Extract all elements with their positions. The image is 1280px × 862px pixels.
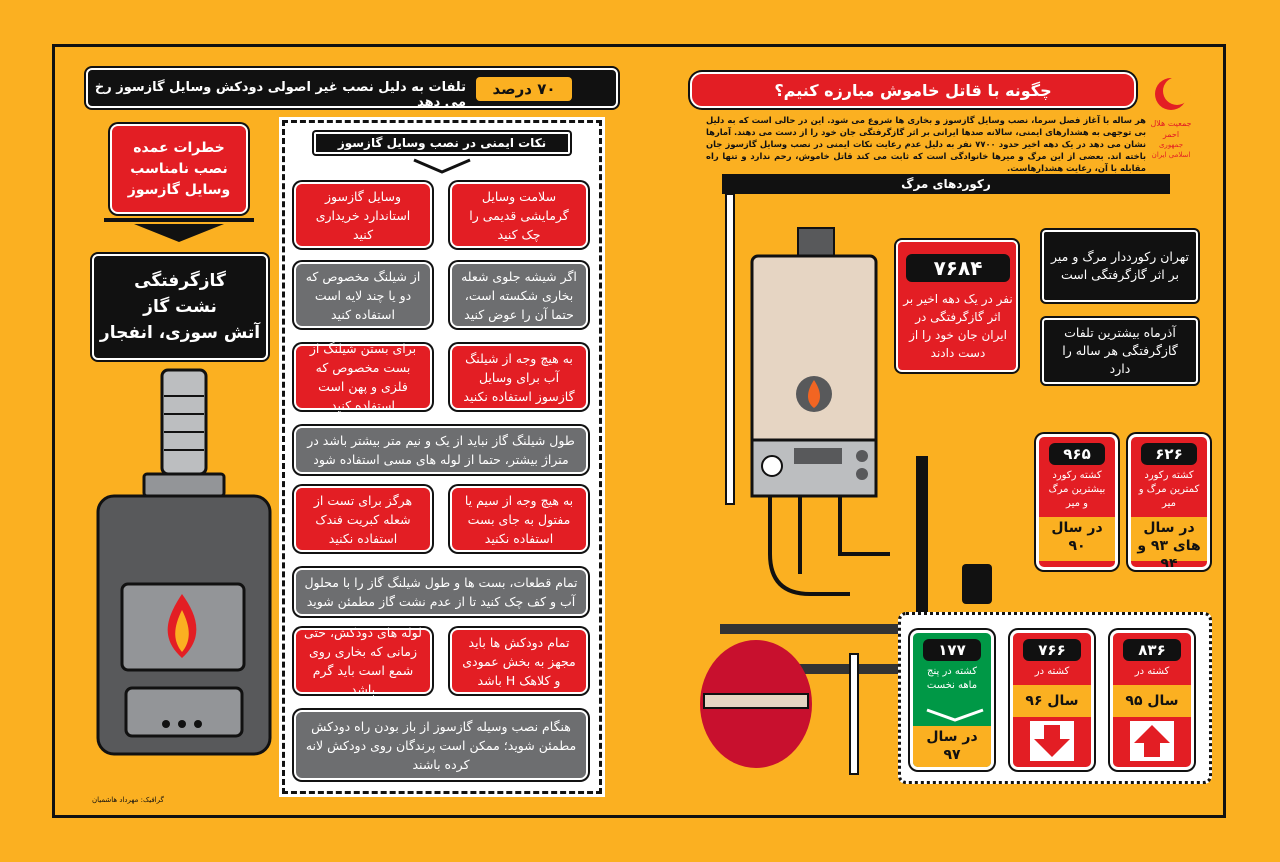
- logo-text-1: جمعیت هلال احمر: [1150, 119, 1192, 139]
- tip-7: طول شیلنگ گاز نباید از یک و نیم متر بیشت…: [294, 426, 588, 474]
- arrow-up-icon: [1113, 717, 1191, 765]
- hazard-result-3: آتش سوزی، انفجار: [99, 323, 261, 343]
- stat-95-band: سال ۹۵: [1113, 685, 1191, 717]
- stat-card-96: ۷۶۶ کشته در سال ۹۶: [1010, 630, 1094, 770]
- stat-95-number: ۸۳۶: [1123, 639, 1181, 661]
- hazard-line-1: خطرات عمده: [133, 139, 225, 156]
- stat-lowest-band: در سال های ۹۳ و ۹۴: [1131, 517, 1207, 567]
- hazard-line-3: وسایل گازسوز: [127, 181, 231, 198]
- header-left-text: تلفات به دلیل نصب غیر اصولی دودکش وسایل …: [94, 80, 466, 110]
- stat-card-95: ۸۳۶ کشته در سال ۹۵: [1110, 630, 1194, 770]
- hazard-line-2: نصب نامناسب: [130, 160, 228, 177]
- logo-text-2: جمهوری اسلامی ایران: [1151, 141, 1191, 159]
- stat-97-number: ۱۷۷: [923, 639, 981, 661]
- boiler-illustration: [700, 194, 992, 775]
- tip-12: لوله های دودکش، حتی زمانی که بخاری روی ش…: [294, 625, 432, 697]
- stat-card-highest: ۹۶۵ کشته رکورد بیشترین مرگ و میر در سال …: [1036, 434, 1118, 570]
- tip-4: از شیلنگ مخصوص که دو یا چند لایه است است…: [294, 262, 432, 328]
- credit: گرافیک: مهرداد هاشمیان: [92, 796, 164, 804]
- hazard-arrow-icon: [104, 218, 254, 244]
- stat-97-desc: کشته در پنج ماهه نخست: [926, 666, 978, 691]
- stat-97-band: در سال ۹۷: [913, 726, 991, 767]
- hazards-dark-box: گازگرفتگی نشت گاز آتش سوزی، انفجار: [92, 254, 268, 360]
- tip-1: سلامت وسایل گرمایشی قدیمی را چک کنید: [450, 182, 588, 248]
- stat-95-desc: کشته در: [1134, 666, 1170, 677]
- big-record-text: نفر در یک دهه اخیر بر اثر گازگرفتگی در ا…: [903, 292, 1013, 360]
- tip-8: به هیچ وجه از سیم یا مفتول به جای بست اس…: [450, 486, 588, 552]
- tip-3: اگر شیشه جلوی شعله بخاری شکسته است، حتما…: [450, 262, 588, 328]
- records-bar: رکوردهای مرگ: [722, 174, 1170, 194]
- tip-13: هنگام نصب وسیله گازسوز از باز بودن راه د…: [294, 710, 588, 780]
- header-title: چگونه با قاتل خاموش مبارزه کنیم؟: [690, 72, 1136, 108]
- stat-card-lowest: ۶۲۶ کشته رکورد کمترین مرگ و میر در سال ه…: [1128, 434, 1210, 570]
- stat-96-number: ۷۶۶: [1023, 639, 1081, 661]
- stat-96-band: سال ۹۶: [1013, 685, 1091, 717]
- stat-highest-desc: کشته رکورد بیشترین مرگ و میر: [1048, 470, 1106, 509]
- stat-highest-band: در سال ۹۰: [1039, 517, 1115, 561]
- azar-record: آذرماه بیشترین تلفات گازگرفتگی هر ساله ر…: [1042, 318, 1198, 384]
- stat-lowest-number: ۶۲۶: [1141, 443, 1197, 465]
- tips-title: نکات ایمنی در نصب وسایل گازسوز: [314, 132, 570, 154]
- header-percent-badge: ۷۰ درصد: [476, 77, 572, 101]
- outer-frame: [52, 44, 1226, 818]
- tip-10: تمام قطعات، بست ها و طول شیلنگ گاز را با…: [294, 568, 588, 616]
- chevron-down-icon: [413, 158, 471, 174]
- tehran-record: تهران رکورددار مرگ و میر بر اثر گازگرفتگ…: [1042, 230, 1198, 302]
- tip-9: هرگز برای تست از شعله کبریت فندک استفاده…: [294, 486, 432, 552]
- chevron-icon: [926, 708, 984, 722]
- hazards-red-box: خطرات عمده نصب نامناسب وسایل گازسوز: [110, 124, 248, 214]
- tip-6: برای بستن شیلنگ از بست مخصوص که فلزی و پ…: [294, 341, 432, 413]
- arrow-down-icon: [1013, 717, 1091, 765]
- hazard-result-1: گازگرفتگی: [134, 271, 226, 291]
- heater-illustration: [96, 368, 272, 756]
- hazard-result-2: نشت گاز: [143, 297, 217, 317]
- logo: جمعیت هلال احمر جمهوری اسلامی ایران: [1148, 74, 1194, 174]
- stat-96-desc: کشته در: [1034, 666, 1070, 677]
- stat-lowest-desc: کشته رکورد کمترین مرگ و میر: [1138, 470, 1200, 509]
- header-left: ۷۰ درصد تلفات به دلیل نصب غیر اصولی دودک…: [86, 68, 618, 110]
- big-record-card: ۷۶۸۴ نفر در یک دهه اخیر بر اثر گازگرفتگی…: [896, 240, 1018, 372]
- stat-card-97: ۱۷۷ کشته در پنج ماهه نخست در سال ۹۷: [910, 630, 994, 770]
- red-crescent-icon: [1155, 77, 1191, 110]
- stat-highest-number: ۹۶۵: [1049, 443, 1105, 465]
- tip-5: به هیچ وجه از شیلنگ آب برای وسایل گازسوز…: [450, 344, 588, 410]
- tip-11: تمام دودکش ها باید مجهز به بخش عمودی و ک…: [450, 628, 588, 694]
- tip-2: وسایل گازسوز استاندارد خریداری کنید: [294, 182, 432, 248]
- intro-paragraph: هر ساله با آغاز فصل سرما، نصب وسایل گازس…: [706, 115, 1146, 173]
- big-record-number: ۷۶۸۴: [906, 254, 1010, 282]
